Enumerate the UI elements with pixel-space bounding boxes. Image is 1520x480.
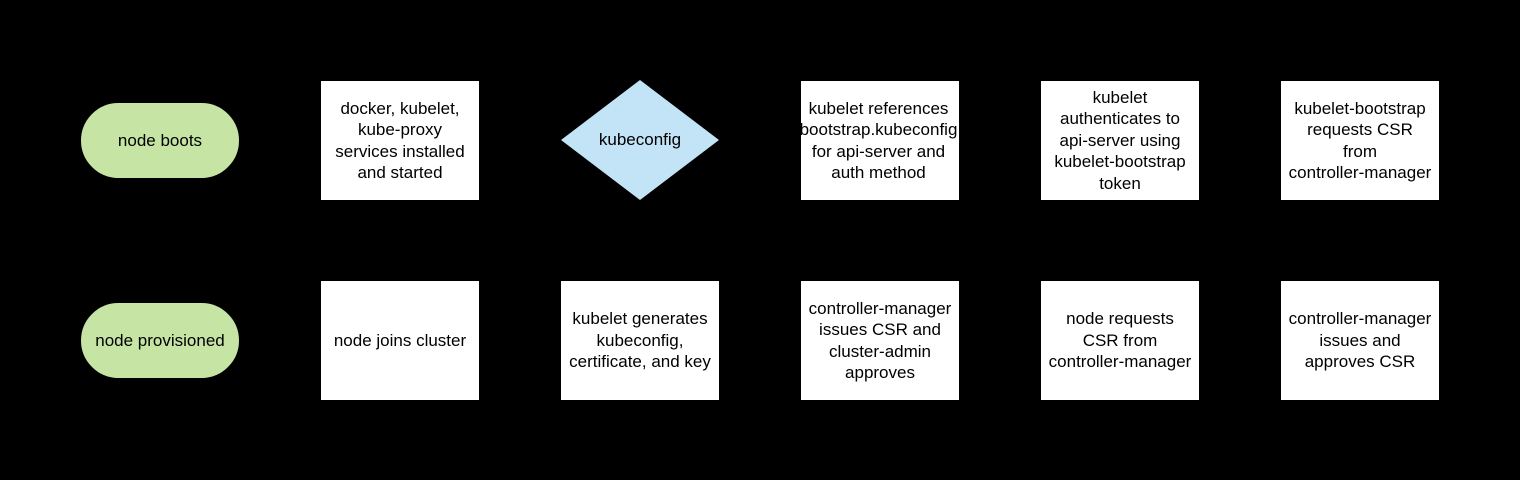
flowchart-node-label: kubelet references bootstrap.kubeconfig … — [799, 98, 958, 183]
flowchart-node-label: kubeconfig — [598, 130, 682, 150]
flowchart-node-kubelet-bootstrap-requests-csr[interactable]: kubelet-bootstrap requests CSR from cont… — [1281, 81, 1439, 200]
flowchart-node-label: controller-manager issues and approves C… — [1288, 309, 1432, 372]
flowchart-node-node-boots[interactable]: node boots — [81, 103, 239, 178]
flowchart-node-services-installed[interactable]: docker, kubelet, kube-proxy services ins… — [321, 81, 479, 200]
flowchart-node-kubelet-generates-kubeconfig[interactable]: kubelet generates kubeconfig, certificat… — [561, 281, 719, 400]
flowchart-node-kubeconfig[interactable]: kubeconfig — [561, 80, 719, 200]
flowchart-node-label: controller-manager issues CSR and cluste… — [808, 298, 952, 383]
flowchart-node-label: node requests CSR from controller-manage… — [1048, 309, 1192, 372]
flowchart-node-label: node provisioned — [95, 330, 225, 350]
flowchart-node-label: kubelet generates kubeconfig, certificat… — [569, 309, 711, 372]
flowchart-node-label: node joins cluster — [333, 330, 467, 350]
flowchart-node-label: kubelet-bootstrap requests CSR from cont… — [1288, 98, 1432, 183]
flowchart-node-label: docker, kubelet, kube-proxy services ins… — [335, 98, 465, 183]
flowchart-node-node-joins-cluster[interactable]: node joins cluster — [321, 281, 479, 400]
flowchart-node-node-provisioned[interactable]: node provisioned — [81, 303, 239, 378]
flowchart-node-controller-manager-issues-approves[interactable]: controller-manager issues and approves C… — [1281, 281, 1439, 400]
flowchart-node-node-requests-csr[interactable]: node requests CSR from controller-manage… — [1041, 281, 1199, 400]
flowchart-node-label: kubelet authenticates to api-server usin… — [1054, 87, 1186, 193]
flowchart-node-kubelet-references-bootstrap[interactable]: kubelet references bootstrap.kubeconfig … — [799, 81, 959, 200]
flowchart-node-label: node boots — [117, 130, 203, 150]
flowchart-node-controller-manager-issues-csr[interactable]: controller-manager issues CSR and cluste… — [801, 281, 959, 400]
flowchart-node-kubelet-authenticates[interactable]: kubelet authenticates to api-server usin… — [1041, 81, 1199, 200]
